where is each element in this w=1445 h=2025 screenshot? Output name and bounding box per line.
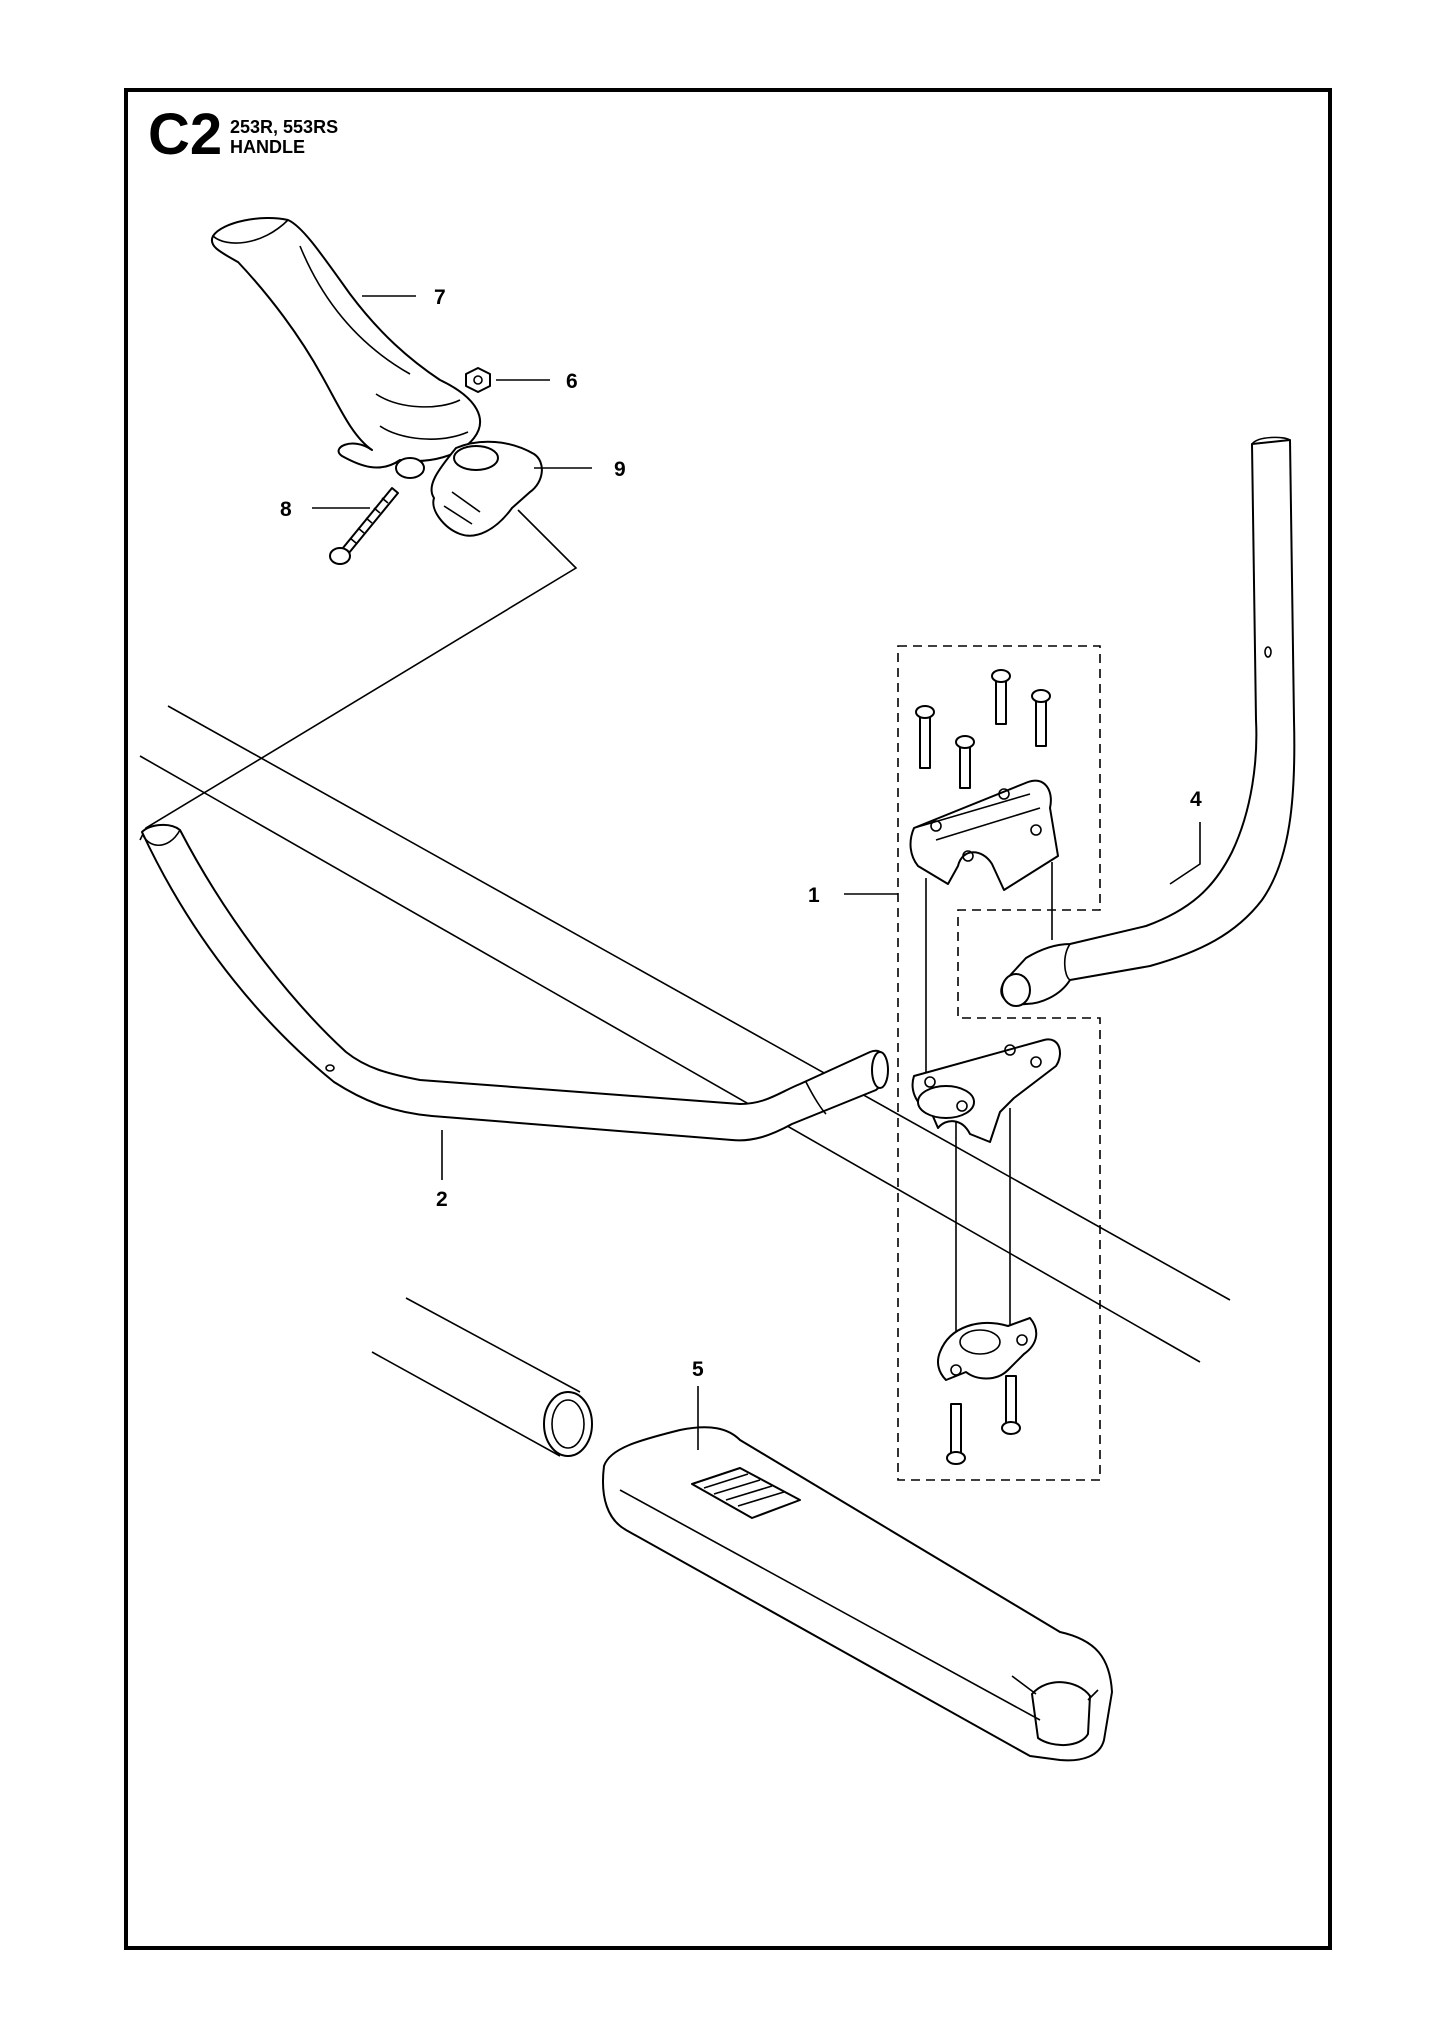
clamp-assembly-part-1 — [897, 645, 1101, 1481]
screw-part-8 — [329, 487, 399, 565]
shaft-centerlines — [139, 705, 1231, 1363]
grip-part-7 — [210, 217, 482, 479]
section-title: HANDLE — [230, 137, 305, 157]
callout-5: 5 — [692, 1358, 704, 1381]
callout-4: 4 — [1190, 788, 1202, 811]
section-code: C2 — [148, 102, 223, 167]
nut-part-6 — [465, 367, 491, 393]
callout-6: 6 — [566, 370, 578, 393]
callout-labels: 7 6 9 8 4 1 2 5 — [280, 286, 1202, 1381]
assembly-leader-line — [139, 509, 578, 841]
model-list: 253R, 553RS — [230, 117, 339, 137]
sleeve-part-5 — [602, 1426, 1113, 1762]
callout-9: 9 — [614, 458, 626, 481]
callout-leaders — [312, 295, 1201, 1450]
callout-8: 8 — [280, 498, 292, 521]
diagram-frame — [124, 88, 1332, 1950]
callout-2: 2 — [436, 1188, 448, 1211]
clamp-screws-upper — [915, 669, 1051, 789]
callout-7: 7 — [434, 286, 446, 309]
callout-1: 1 — [808, 884, 820, 907]
handle-tube-part-4 — [1000, 436, 1296, 1007]
shaft-tube — [371, 1297, 593, 1457]
handle-bar-part-2 — [141, 824, 889, 1142]
clamp-screws-lower — [946, 1375, 1021, 1465]
bracket-part-9 — [430, 440, 543, 537]
